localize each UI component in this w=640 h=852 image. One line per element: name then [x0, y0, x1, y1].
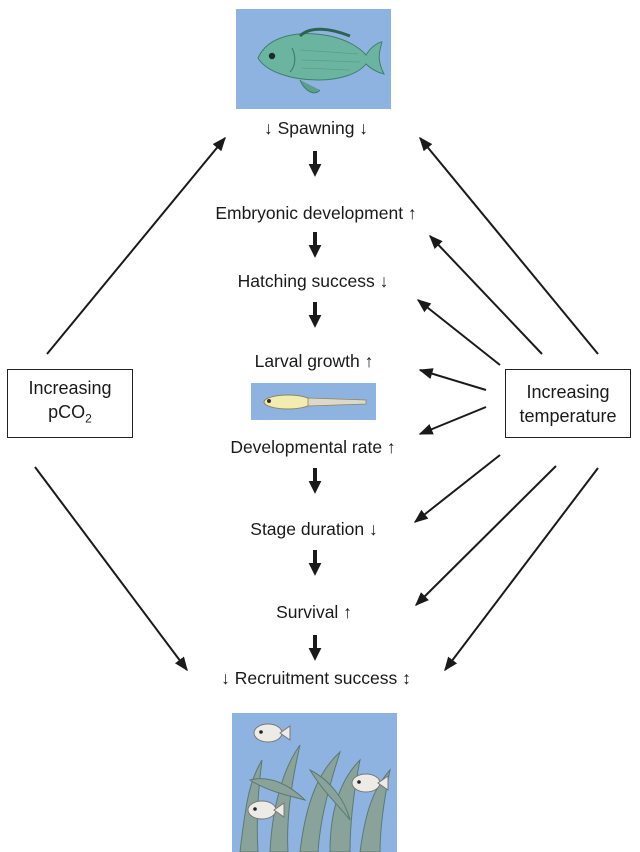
larva-icon: [263, 394, 367, 410]
temperature-line2: temperature: [519, 405, 617, 426]
temperature-line1: Increasing: [526, 381, 610, 402]
adult-fish-image: [236, 9, 391, 109]
temp-to-embryonic-arrow: [429, 234, 543, 355]
recruits-seagrass-image: [232, 713, 397, 852]
temperature-driver-box: Increasing temperature: [505, 369, 631, 438]
stage-recruitment-success: ↓ Recruitment success ↕: [221, 668, 411, 688]
temp-to-larval-growth-arrow: [418, 368, 487, 391]
stage-developmental-rate: Developmental rate ↑: [230, 437, 396, 457]
stage-survival: Survival ↑: [276, 602, 352, 622]
pco2-line1: Increasing: [28, 378, 112, 399]
pco2-driver-box: Increasing pCO2: [7, 369, 133, 438]
pco2-to-spawning-arrow: [46, 136, 226, 355]
fish-icon: [257, 27, 385, 94]
temp-to-dev-rate-arrow: [418, 406, 487, 435]
temperature-effect-arrows: [413, 136, 599, 672]
temp-to-hatching-arrow: [416, 299, 501, 366]
temp-to-recruitment-arrow: [444, 467, 599, 672]
stage-hatching-success: Hatching success ↓: [237, 271, 389, 291]
stage-duration: Stage duration ↓: [250, 519, 378, 539]
pco2-line2: pCO2: [48, 402, 92, 426]
temp-to-stage-duration-arrow: [413, 454, 501, 523]
stage-embryonic-development: Embryonic development ↑: [215, 203, 417, 223]
pco2-effect-arrows: [34, 136, 226, 672]
temp-to-survival-arrow: [415, 465, 557, 606]
pco2-to-recruitment-arrow: [34, 466, 188, 672]
larva-image: [251, 383, 376, 420]
stage-larval-growth: Larval growth ↑: [254, 351, 374, 371]
stage-spawning: ↓ Spawning ↓: [263, 118, 369, 138]
temp-to-spawning-arrow: [419, 136, 599, 355]
juvenile-fish-icon: [247, 723, 389, 820]
